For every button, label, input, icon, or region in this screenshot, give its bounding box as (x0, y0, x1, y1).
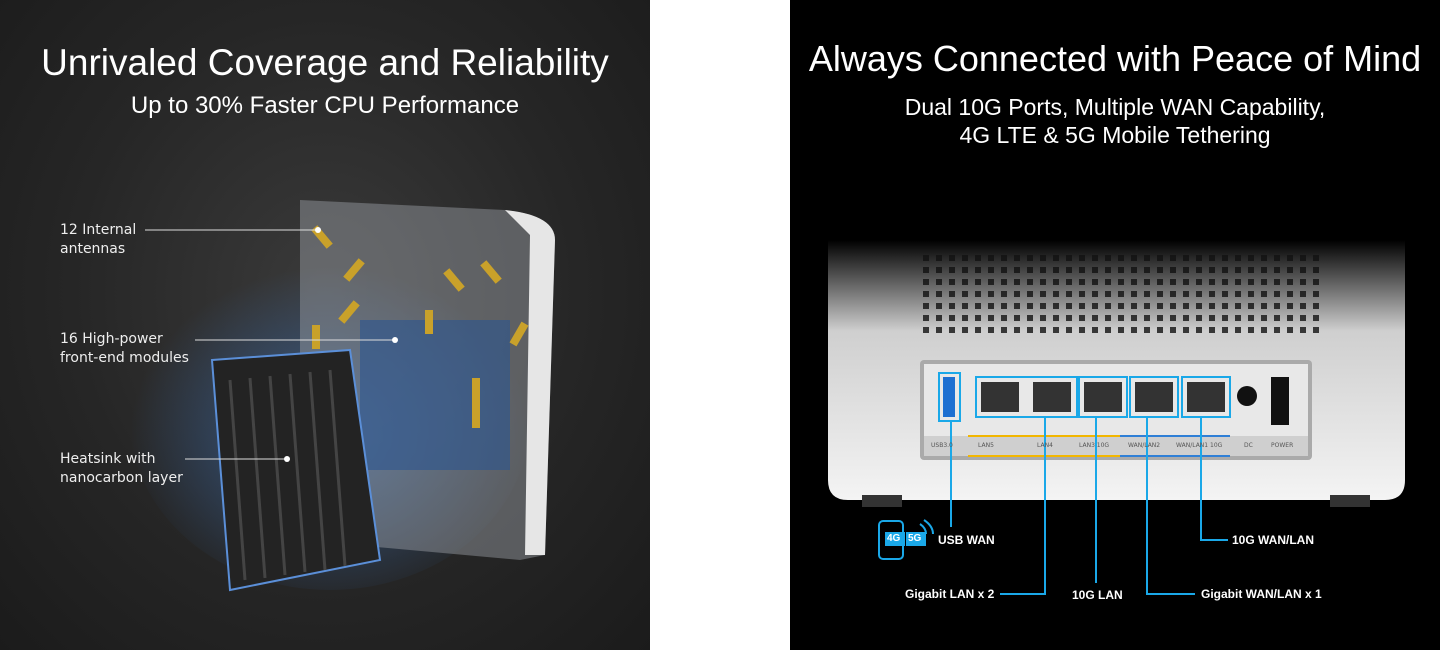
right-subtitle-2: 4G LTE & 5G Mobile Tethering (959, 122, 1271, 148)
callout-10g-wan-lan: 10G WAN/LAN (1232, 533, 1315, 547)
callout-gigabit-wan-lan: Gigabit WAN/LAN x 1 (1201, 587, 1322, 601)
callout-heatsink: Heatsink with nanocarbon layer (60, 450, 183, 488)
port-label: USB3.0 (931, 442, 953, 449)
mobile-4g-5g-icon (878, 519, 934, 560)
left-subtitle: Up to 30% Faster CPU Performance (130, 92, 520, 119)
callout-text: 16 High-power (60, 331, 163, 347)
left-product-panel: Unrivaled Coverage and Reliability Up to… (0, 0, 650, 650)
port-label: LAN5 (978, 442, 994, 449)
badge-4g: 4G (887, 533, 901, 544)
callout-10g-lan: 10G LAN (1072, 588, 1123, 602)
callout-text: nanocarbon layer (60, 470, 183, 486)
callout-usb-wan: USB WAN (938, 533, 995, 547)
router-back-illustration (828, 240, 1405, 595)
port-label: LAN4 (1037, 442, 1053, 449)
callout-text: front-end modules (60, 350, 189, 366)
port-label: LAN3 10G (1079, 442, 1110, 449)
port-label: WAN/LAN1 10G (1176, 442, 1223, 449)
left-title: Unrivaled Coverage and Reliability (41, 42, 609, 83)
callout-gigabit-lan: Gigabit LAN x 2 (905, 587, 995, 601)
port-label: WAN/LAN2 (1128, 442, 1161, 449)
callout-antennas: 12 Internal antennas (60, 221, 136, 259)
right-title: Always Connected with Peace of Mind (808, 38, 1422, 79)
callout-text: Heatsink with (60, 451, 156, 467)
callout-text: 12 Internal (60, 222, 137, 238)
right-subtitle-1: Dual 10G Ports, Multiple WAN Capability, (904, 94, 1326, 120)
port-label: POWER (1271, 442, 1294, 449)
badge-5g: 5G (908, 533, 922, 544)
router-internals-illustration (130, 200, 555, 592)
port-label: DC (1244, 442, 1253, 449)
right-product-panel: Always Connected with Peace of Mind Dual… (790, 0, 1440, 650)
callout-front-end-modules: 16 High-power front-end modules (60, 330, 189, 368)
callout-text: antennas (60, 241, 126, 257)
